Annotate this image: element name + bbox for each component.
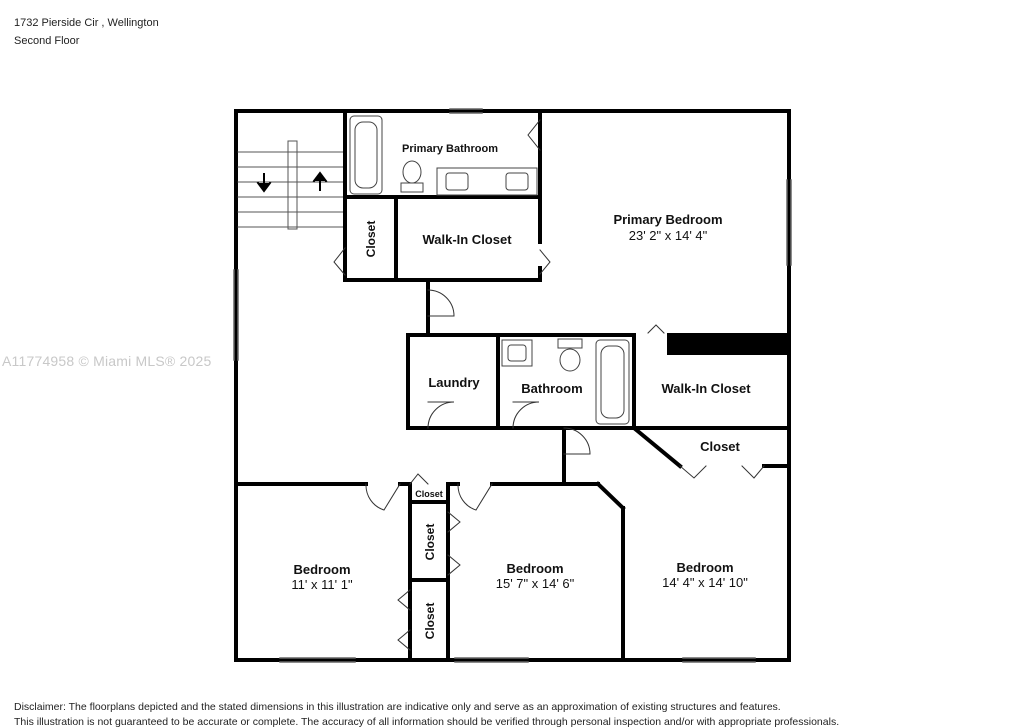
- closet-bottom-label: Closet: [423, 603, 437, 640]
- address-label: 1732 Pierside Cir , Wellington: [14, 17, 159, 29]
- bedroom-3-dims: 14' 4" x 14' 10": [662, 575, 748, 590]
- primary-vanity-icon: [436, 167, 538, 196]
- stair-down-arrow-icon: [256, 173, 272, 193]
- primary-bathtub-icon: [349, 115, 383, 195]
- bedroom-1-label: Bedroom: [293, 562, 350, 577]
- closet-top-label: Closet: [364, 221, 378, 258]
- primary-bathroom-walls: [343, 109, 542, 282]
- primary-bedroom-dims: 23' 2" x 14' 4": [629, 228, 708, 243]
- doors: [333, 119, 765, 651]
- bedroom-1-dims: 11' x 11' 1": [291, 577, 353, 592]
- staircase: [237, 140, 346, 230]
- bathroom-label: Bathroom: [521, 381, 582, 396]
- bedroom-3-label: Bedroom: [676, 560, 733, 575]
- central-rooms-walls: [406, 288, 791, 430]
- fixtures: [349, 115, 630, 425]
- bathroom-tub-icon: [595, 339, 630, 425]
- closet-mid-label: Closet: [423, 524, 437, 561]
- bathroom-sink-icon: [501, 339, 533, 367]
- exterior-wall: [234, 109, 791, 662]
- primary-bedroom-label: Primary Bedroom: [613, 212, 722, 227]
- windows: [233, 108, 792, 663]
- laundry-label: Laundry: [428, 375, 480, 390]
- disclaimer-line-1: Disclaimer: The floorplans depicted and …: [14, 701, 781, 713]
- primary-toilet-icon: [402, 160, 422, 184]
- primary-bedroom-wall-block: [667, 333, 789, 355]
- walkin-closet-2-label: Walk-In Closet: [661, 381, 751, 396]
- bedroom-2-label: Bedroom: [506, 561, 563, 576]
- primary-bathroom-label: Primary Bathroom: [402, 143, 498, 155]
- bedroom-walls: [234, 425, 791, 662]
- closet-small-label: Closet: [415, 489, 443, 499]
- disclaimer-line-2: This illustration is not guaranteed to b…: [14, 716, 840, 728]
- closet-right-label: Closet: [700, 439, 740, 454]
- walkin-closet-1-label: Walk-In Closet: [422, 232, 512, 247]
- bedroom-2-dims: 15' 7" x 14' 6": [496, 576, 575, 591]
- floor-label: Second Floor: [14, 35, 80, 47]
- bathroom-toilet-icon: [559, 348, 581, 372]
- stair-up-arrow-icon: [312, 171, 328, 191]
- watermark: A11774958 © Miami MLS® 2025: [2, 353, 212, 369]
